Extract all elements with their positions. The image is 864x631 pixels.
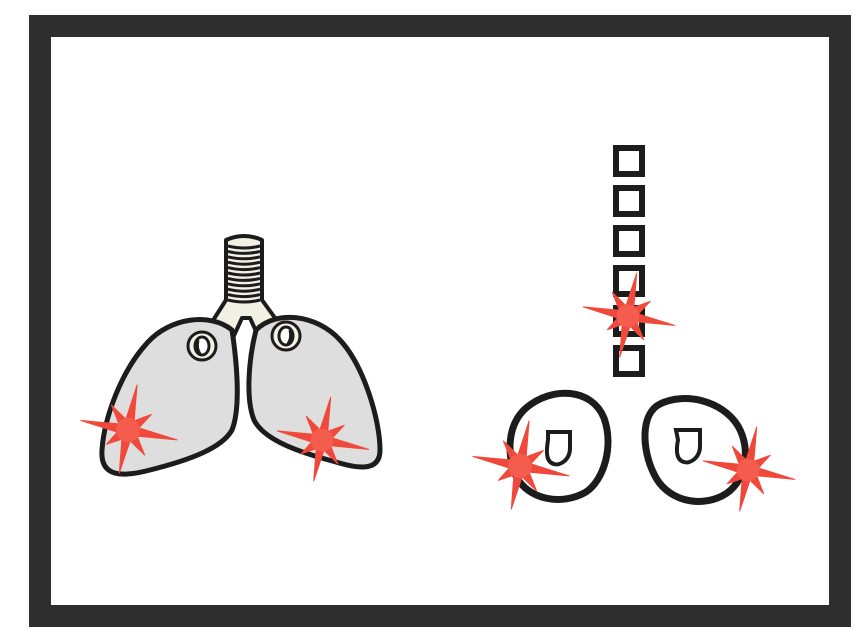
right-renal-pelvis-icon [676,430,700,462]
left-bronchus-icon [188,332,216,360]
left-renal-pelvis-icon [547,432,570,464]
vertebra-icon [616,188,642,214]
vertebra-icon [616,148,642,174]
frame-border [40,26,840,616]
right-kidney-icon [645,399,745,502]
vertebra-icon [616,228,642,254]
vertebra-icon [616,268,642,294]
right-bronchus-icon [272,322,300,350]
